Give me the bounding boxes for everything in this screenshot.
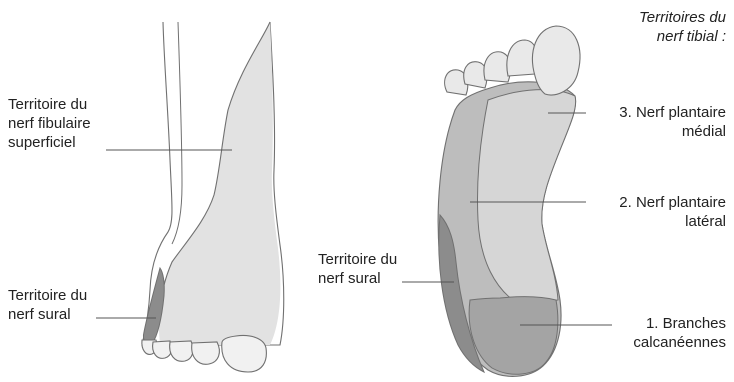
medial-plantar-line-1: 3. Nerf plantaire [619, 103, 726, 122]
medial-plantar-label: 3. Nerf plantaire médial [619, 103, 726, 141]
fibular-label-line-3: superficiel [8, 133, 91, 152]
medial-plantar-line-2: médial [619, 122, 726, 141]
calcaneal-label: 1. Branches calcanéennes [633, 314, 726, 352]
plantar-sural-label: Territoire du nerf sural [318, 250, 397, 288]
dorsal-sural-line-2: nerf sural [8, 305, 87, 324]
lateral-plantar-line-1: 2. Nerf plantaire [619, 193, 726, 212]
fibular-label-line-2: nerf fibulaire [8, 114, 91, 133]
lateral-plantar-line-2: latéral [619, 212, 726, 231]
fibular-label-line-1: Territoire du [8, 95, 91, 114]
calcaneal-line-2: calcanéennes [633, 333, 726, 352]
medial-plantar-territory [477, 90, 575, 305]
tibial-title-line-2: nerf tibial : [639, 27, 726, 46]
plantar-sural-line-2: nerf sural [318, 269, 397, 288]
plantar-foot-view [438, 26, 580, 376]
calcaneal-line-1: 1. Branches [633, 314, 726, 333]
lateral-plantar-label: 2. Nerf plantaire latéral [619, 193, 726, 231]
tibial-title-line-1: Territoires du [639, 8, 726, 27]
dorsal-foot-view [142, 22, 284, 372]
plantar-sural-line-1: Territoire du [318, 250, 397, 269]
tibial-territories-title: Territoires du nerf tibial : [639, 8, 726, 46]
fibular-territory-label: Territoire du nerf fibulaire superficiel [8, 95, 91, 152]
dorsal-sural-label: Territoire du nerf sural [8, 286, 87, 324]
dorsal-sural-line-1: Territoire du [8, 286, 87, 305]
